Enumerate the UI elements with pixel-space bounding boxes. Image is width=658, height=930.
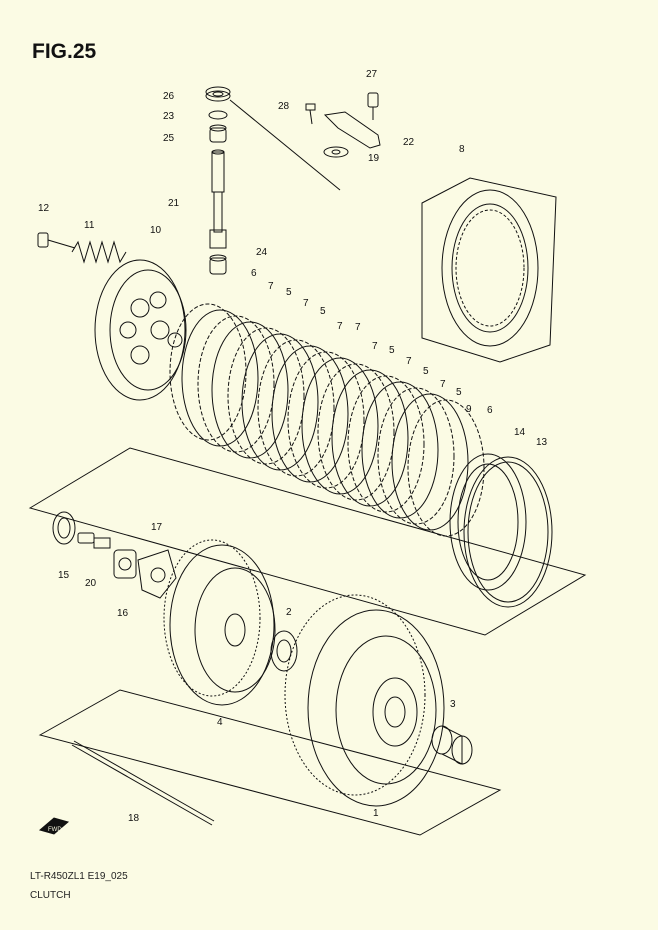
lifter-assembly (305, 92, 381, 158)
callout: 18 (128, 813, 140, 824)
callout: 24 (256, 247, 268, 258)
callout: 20 (85, 578, 97, 589)
callout: 17 (151, 522, 163, 533)
lower-group-frame (38, 689, 502, 836)
plate8-frame (421, 177, 557, 363)
callout: 7 (337, 321, 343, 332)
spring-11 (71, 240, 127, 264)
fwd-label: FWD (48, 827, 62, 833)
callout: 7 (440, 379, 446, 390)
callout: 7 (303, 298, 309, 309)
damper-14 (449, 453, 527, 591)
callout: 15 (58, 570, 70, 581)
callout: 23 (163, 111, 175, 122)
callout: 14 (514, 427, 526, 438)
lock-washer-17 (137, 549, 177, 599)
callout: 11 (84, 220, 95, 231)
bearing-25 (209, 124, 227, 143)
callout: 7 (355, 322, 361, 333)
callout: 6 (487, 405, 493, 416)
plate-8 (441, 189, 539, 347)
pushrod-18 (71, 740, 215, 826)
callout: 13 (536, 437, 548, 448)
plate-stack (169, 303, 485, 537)
spring-seat-13 (463, 456, 553, 608)
callout: 5 (389, 345, 395, 356)
figure-title: FIG.25 (32, 40, 97, 63)
callout: 28 (278, 101, 290, 112)
callout: 5 (456, 387, 462, 398)
washer-2 (270, 630, 298, 672)
clutch-housing-1 (284, 594, 445, 807)
callout: 21 (168, 198, 180, 209)
callout-labels: 26 23 25 21 24 27 28 22 19 8 12 11 10 6 … (38, 69, 548, 833)
upper-group-frame (28, 447, 587, 636)
callout: 8 (459, 144, 465, 155)
callout: 7 (372, 341, 378, 352)
diagram-code: LT-R450ZL1 E19_025 (30, 871, 128, 882)
washer-23 (208, 110, 228, 120)
callout: 3 (450, 699, 456, 710)
callout: 5 (286, 287, 292, 298)
callout: 1 (373, 808, 379, 819)
callout: 7 (406, 356, 412, 367)
callout: 5 (423, 366, 429, 377)
diagram-caption: CLUTCH (30, 890, 71, 901)
callout: 12 (38, 203, 50, 214)
leader-line (229, 99, 341, 191)
callout: 9 (466, 404, 472, 415)
piece-24 (209, 254, 227, 275)
callout: 4 (217, 717, 223, 728)
seal-15 (52, 511, 76, 545)
callout: 7 (268, 281, 274, 292)
fwd-arrow-icon (38, 817, 70, 835)
bolt-20 (77, 532, 111, 549)
bearing-26 (205, 86, 231, 102)
pressure-plate-10 (94, 259, 187, 401)
sleeve-3 (431, 725, 473, 765)
callout: 2 (286, 607, 292, 618)
callout: 22 (403, 137, 415, 148)
callout: 5 (320, 306, 326, 317)
callout: 16 (117, 608, 129, 619)
callout: 10 (150, 225, 162, 236)
pushrod-21 (209, 149, 227, 249)
nut-16 (113, 549, 137, 579)
clutch-hub-4 (163, 539, 276, 706)
callout: 25 (163, 133, 175, 144)
bolt-12 (37, 232, 76, 249)
callout: 26 (163, 91, 175, 102)
callout: 6 (251, 268, 257, 279)
callout: 27 (366, 69, 378, 80)
callout: 19 (368, 153, 380, 164)
